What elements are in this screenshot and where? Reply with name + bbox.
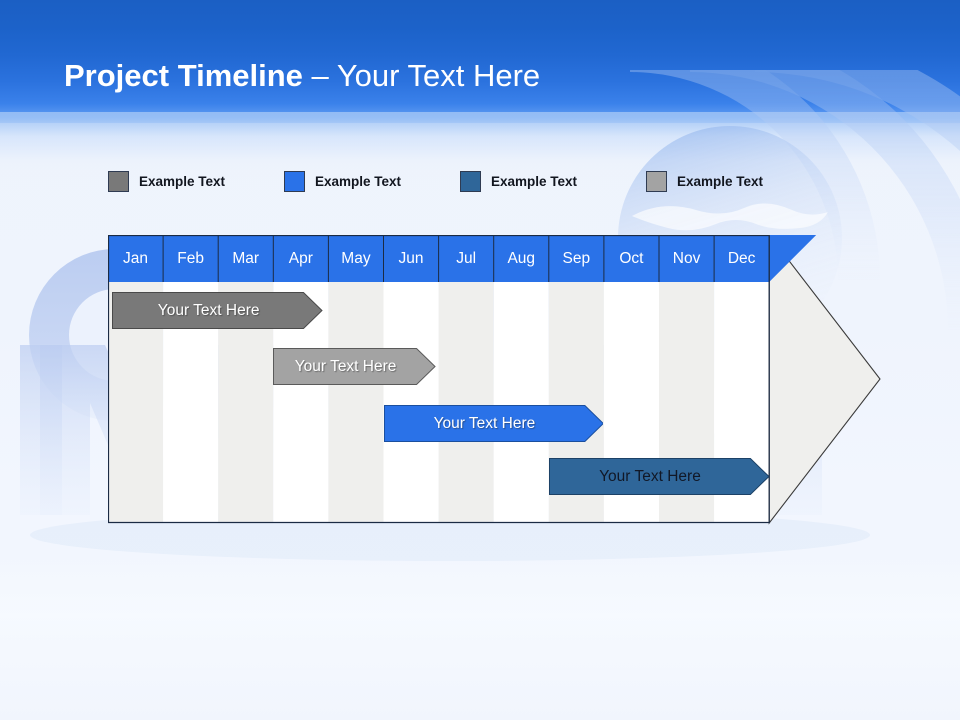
bottom-glow	[0, 560, 960, 720]
title-strong: Project Timeline	[64, 58, 303, 93]
legend-label: Example Text	[315, 173, 402, 189]
legend-item[interactable]: Example Text	[284, 168, 401, 194]
legend-label: Example Text	[677, 173, 764, 189]
timeline-bar-arrow	[112, 292, 323, 329]
timeline-column-stripe	[383, 282, 439, 523]
timeline-bar[interactable]: Your Text Here	[273, 348, 436, 385]
timeline-column-stripe	[438, 282, 494, 523]
legend-swatch	[108, 170, 129, 192]
timeline-frame	[108, 235, 770, 524]
legend-item[interactable]: Example Text	[108, 168, 225, 194]
timeline-bar[interactable]: Your Text Here	[383, 405, 604, 442]
arc-decoration	[630, 70, 960, 330]
timeline-bar-shape	[273, 348, 436, 385]
timeline-header-band	[108, 235, 817, 282]
legend-item[interactable]: Example Text	[460, 168, 577, 194]
timeline-column-stripe	[493, 282, 549, 523]
legend: Example Text Example Text Example Text Exam…	[108, 168, 808, 194]
timeline-arrow-head	[768, 235, 881, 525]
timeline-bar-arrow	[548, 458, 770, 495]
legend-swatch	[646, 170, 667, 192]
title-dash: –	[302, 58, 337, 93]
legend-label: Example Text	[491, 173, 578, 189]
legend-swatch	[284, 170, 305, 192]
legend-item[interactable]: Example Text	[646, 168, 763, 194]
timeline-bar-shape	[383, 405, 604, 442]
timeline-bar[interactable]: Your Text Here	[548, 458, 770, 495]
timeline-bar-shape	[112, 292, 323, 329]
timeline-bar-shape	[548, 458, 770, 495]
page-title: Project Timeline – Your Text Here	[64, 58, 540, 94]
legend-label: Example Text	[139, 173, 226, 189]
timeline-bar-arrow	[273, 348, 436, 385]
legend-swatch	[460, 170, 481, 192]
title-light: Your Text Here	[336, 58, 541, 93]
timeline-bar-arrow	[383, 405, 604, 442]
timeline-bar[interactable]: Your Text Here	[112, 292, 323, 329]
timeline-column-stripe	[328, 282, 384, 523]
